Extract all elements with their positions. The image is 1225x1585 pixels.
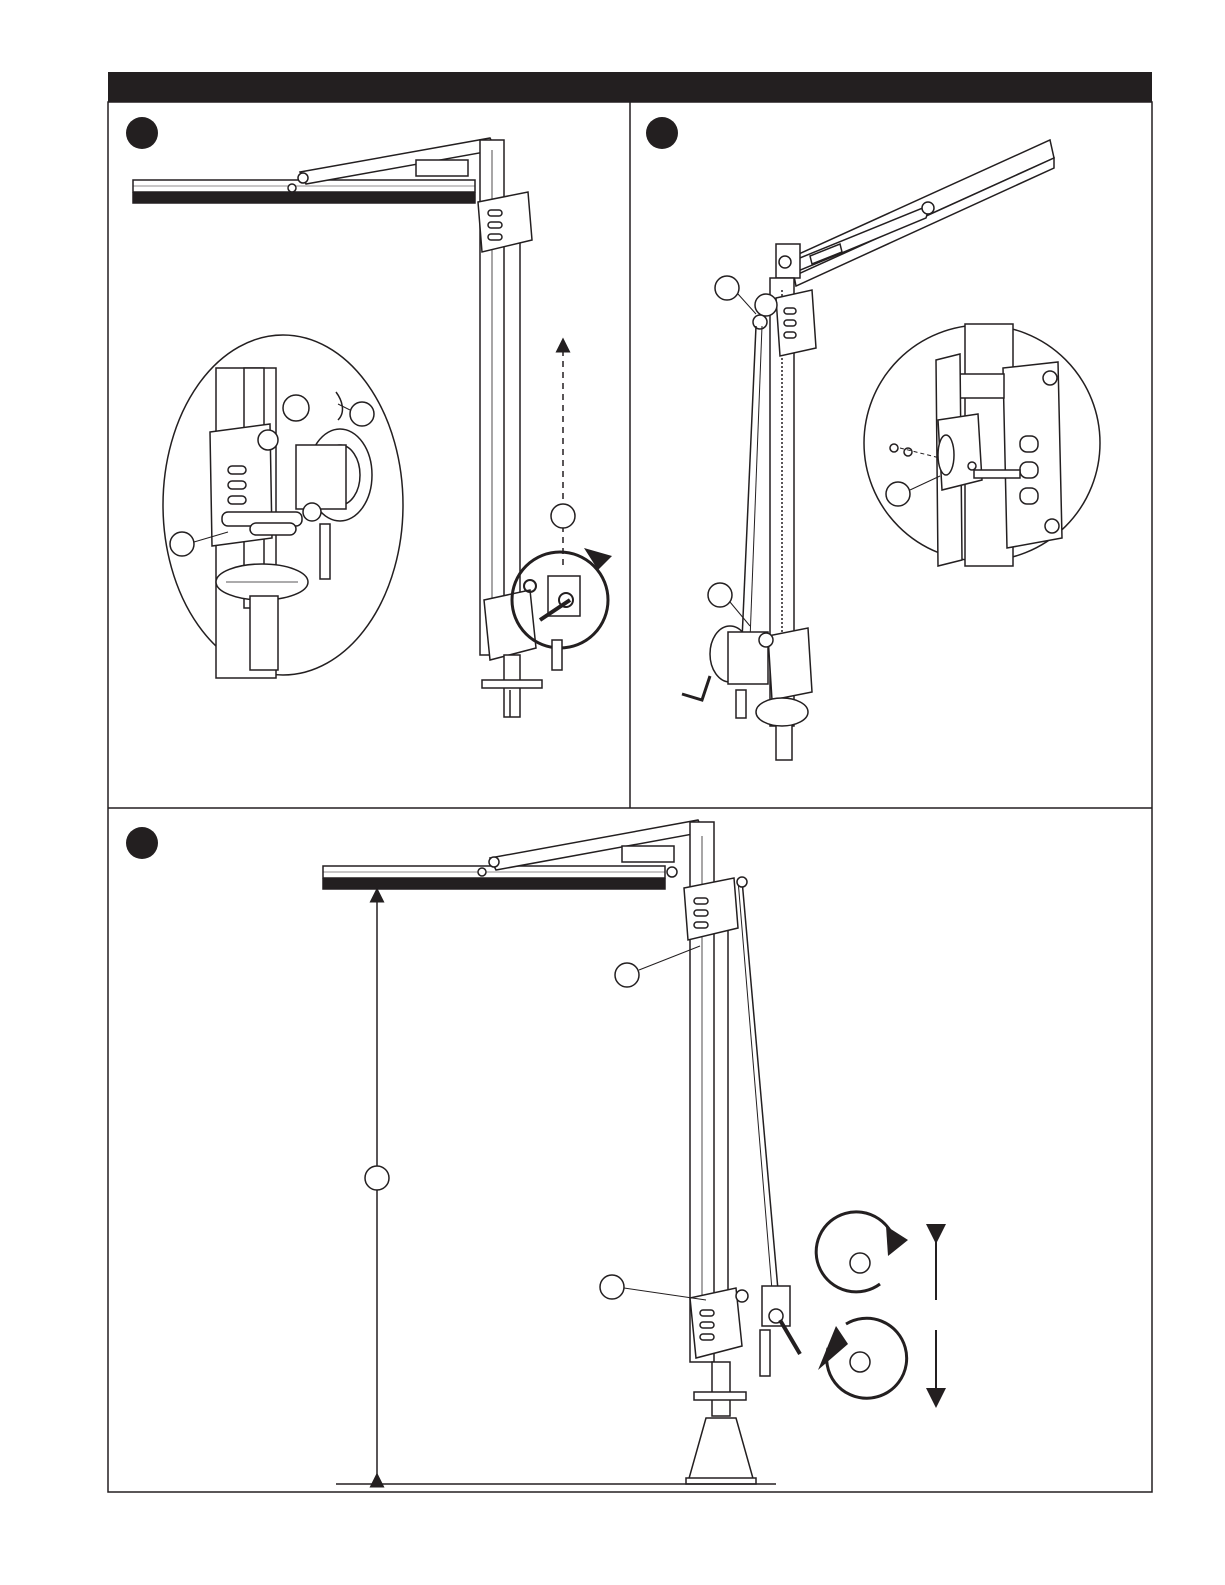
cable [738, 880, 772, 1290]
magnified-view [163, 335, 403, 678]
pulley [737, 877, 747, 887]
header-bar [108, 72, 1152, 102]
step-badge [646, 117, 678, 149]
panel-1 [126, 117, 612, 717]
mast [753, 278, 816, 760]
clockwise-arrow-icon [816, 1212, 908, 1292]
callout-circle [708, 583, 732, 607]
winch [736, 1286, 800, 1376]
step-badge [126, 827, 158, 859]
mast [478, 140, 542, 717]
cable [750, 326, 762, 640]
panel-frames [108, 102, 1152, 1492]
callout-circle [551, 504, 575, 528]
boom-arm [776, 140, 1054, 286]
callout-circle [170, 532, 194, 556]
magnified-view [864, 324, 1100, 566]
cable [742, 880, 778, 1290]
boom-arm [133, 138, 496, 203]
leader-line [738, 294, 756, 314]
callout-circle [715, 276, 739, 300]
leader-line [730, 602, 750, 626]
step-badge [126, 117, 158, 149]
rotation-arrow-icon [584, 548, 612, 570]
callout-circle [886, 482, 910, 506]
callout-circle [365, 1166, 389, 1190]
cable [742, 326, 756, 640]
boom-arm [323, 820, 704, 889]
panel-3 [126, 820, 936, 1484]
callout-circle [615, 963, 639, 987]
panel-2 [646, 117, 1100, 760]
callout-circle [350, 402, 374, 426]
counterclockwise-arrow-icon [818, 1318, 907, 1398]
callout-circle [600, 1275, 624, 1299]
